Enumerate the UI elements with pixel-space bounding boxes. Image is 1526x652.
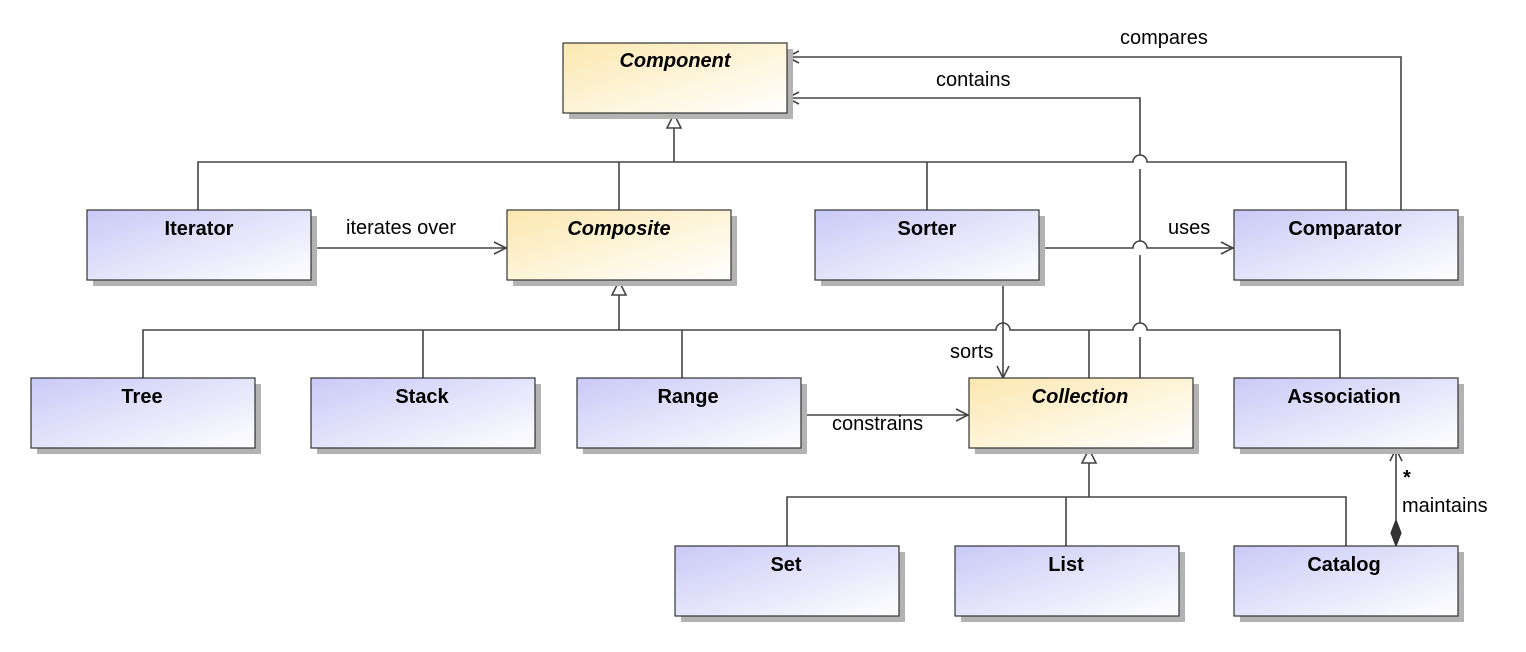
class-collection[interactable]: Collection <box>968 377 1199 454</box>
class-iterator[interactable]: Iterator <box>86 209 317 286</box>
class-set[interactable]: Set <box>674 545 905 622</box>
generalization-arrowhead <box>610 279 628 296</box>
label-uses: uses <box>1168 217 1210 239</box>
class-composite[interactable]: Composite <box>506 209 737 286</box>
class-catalog[interactable]: Catalog <box>1233 545 1464 622</box>
class-catalog-name: Catalog <box>1307 554 1380 576</box>
class-comparator-name: Comparator <box>1288 218 1402 240</box>
class-stack-name: Stack <box>395 386 449 408</box>
class-component-name: Component <box>619 50 731 72</box>
generalization-arrowhead <box>1080 447 1098 464</box>
class-list-name: List <box>1048 554 1084 576</box>
label-maintains: maintains <box>1402 495 1488 517</box>
class-comparator[interactable]: Comparator <box>1233 209 1464 286</box>
generalization-arrowhead <box>665 112 683 129</box>
label-compares: compares <box>1120 27 1208 49</box>
relation-sorts <box>996 281 1010 380</box>
relation-iterates-over <box>313 241 508 255</box>
class-tree-name: Tree <box>121 386 162 408</box>
generalization-to-composite <box>142 279 1341 378</box>
class-stack[interactable]: Stack <box>310 377 541 454</box>
label-multiplicity: * <box>1403 467 1411 489</box>
class-association[interactable]: Association <box>1233 377 1464 454</box>
class-sorter[interactable]: Sorter <box>814 209 1045 286</box>
label-constrains: constrains <box>832 413 923 435</box>
class-iterator-name: Iterator <box>165 218 234 240</box>
label-sorts: sorts <box>950 341 993 363</box>
class-collection-name: Collection <box>1032 386 1129 408</box>
class-composite-name: Composite <box>567 218 670 240</box>
class-tree[interactable]: Tree <box>30 377 261 454</box>
class-association-name: Association <box>1287 386 1400 408</box>
class-list[interactable]: List <box>954 545 1185 622</box>
label-contains: contains <box>936 69 1011 91</box>
relation-maintains <box>1389 447 1403 548</box>
generalization-to-collection <box>786 447 1347 546</box>
class-sorter-name: Sorter <box>898 218 957 240</box>
relation-constrains <box>799 408 970 422</box>
generalization-to-component <box>197 112 1347 210</box>
class-set-name: Set <box>770 554 801 576</box>
class-range-name: Range <box>657 386 718 408</box>
relation-uses <box>1040 240 1235 255</box>
class-component[interactable]: Component <box>562 42 793 119</box>
label-iterates-over: iterates over <box>346 217 456 239</box>
composition-diamond <box>1390 518 1402 548</box>
class-range[interactable]: Range <box>576 377 807 454</box>
relation-compares <box>785 50 1402 210</box>
